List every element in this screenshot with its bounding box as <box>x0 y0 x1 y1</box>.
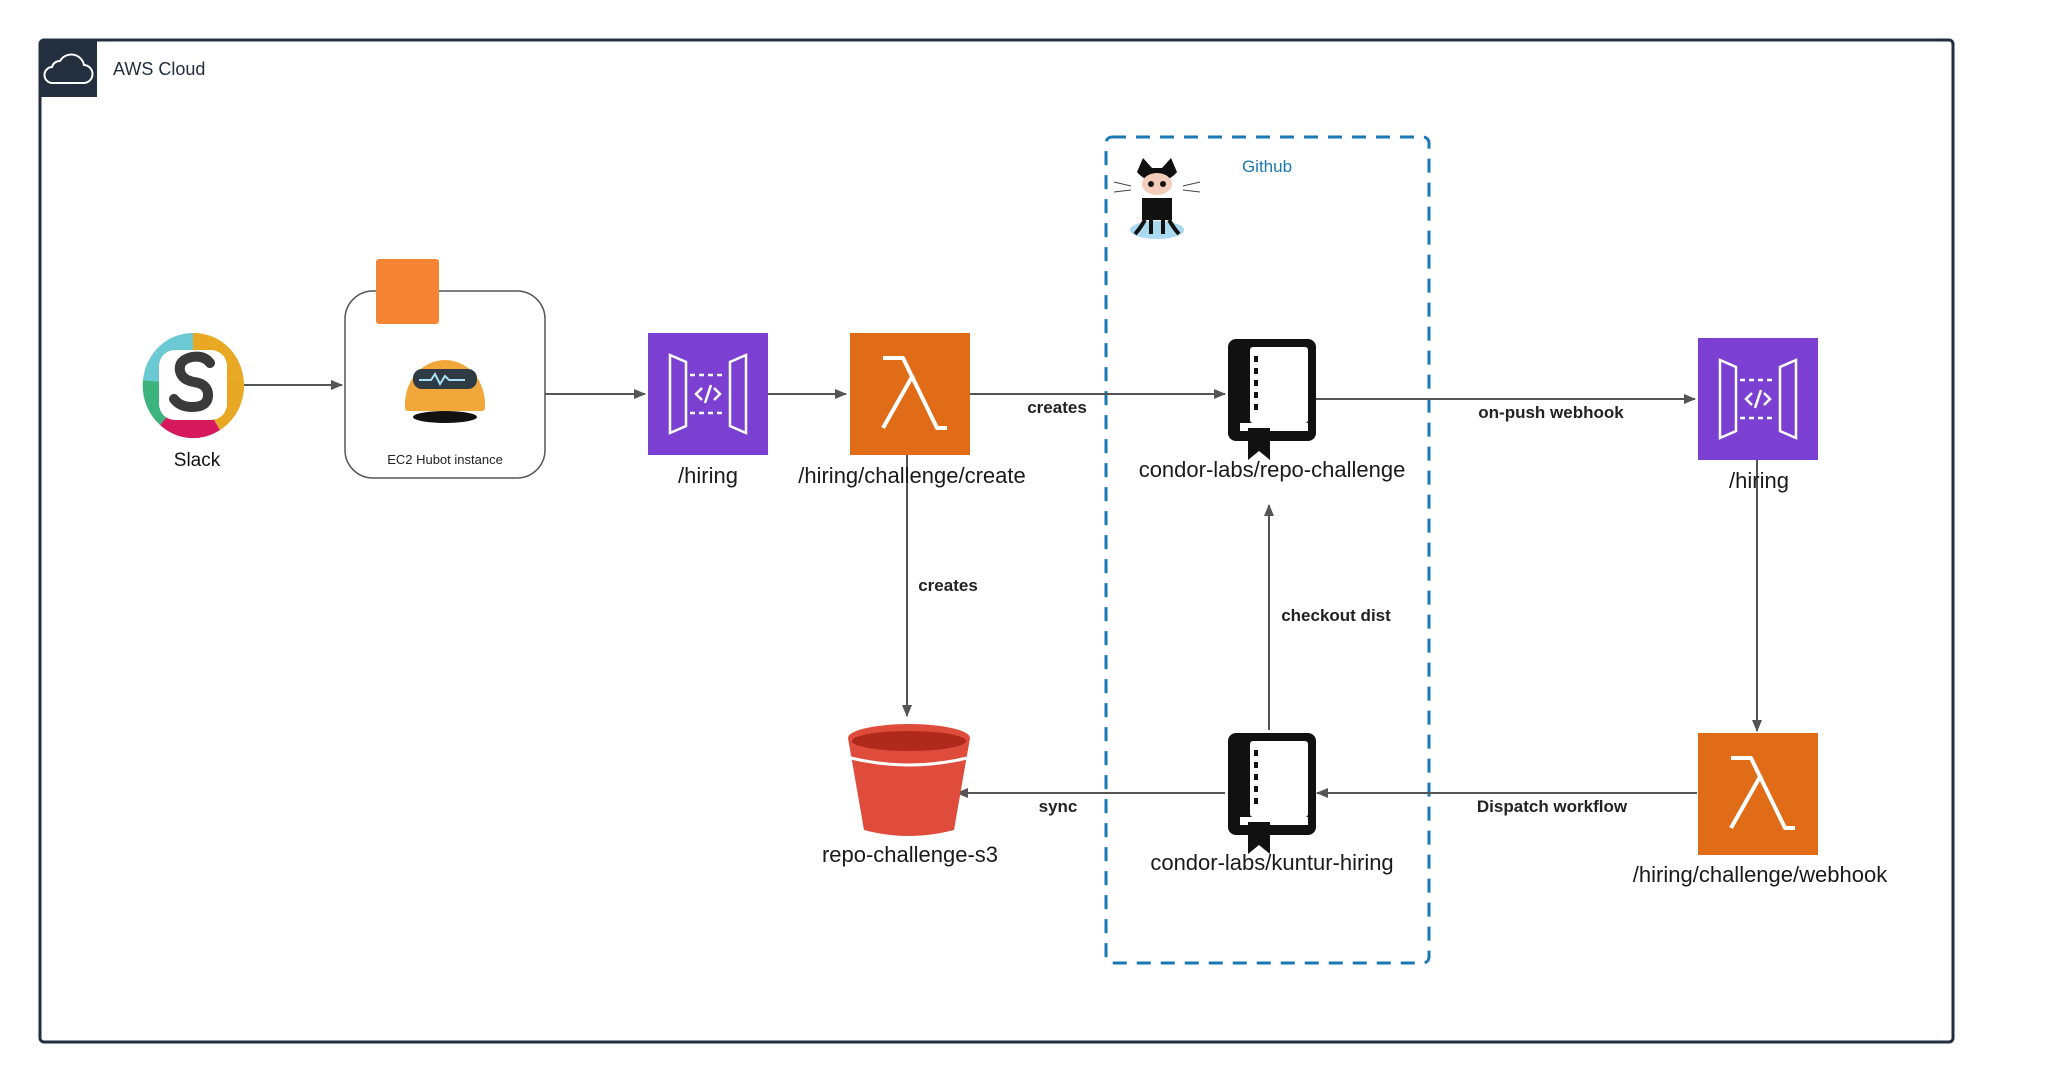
node-slack: Slack <box>142 332 245 471</box>
ec2-label: EC2 Hubot instance <box>387 452 503 467</box>
node-api-gateway-1: /hiring <box>648 333 768 488</box>
edge-labels: creates on-push webhook creates checkout… <box>918 398 1628 816</box>
repository-icon <box>1228 339 1316 460</box>
hubot-icon <box>405 360 485 423</box>
octocat-icon <box>1113 158 1201 239</box>
aws-cloud-label: AWS Cloud <box>113 59 205 79</box>
ec2-instance-icon <box>376 259 439 324</box>
slack-label: Slack <box>174 450 221 471</box>
edge-label-creates-repo: creates <box>1027 398 1087 417</box>
api-gateway-icon <box>668 353 748 435</box>
api1-label: /hiring <box>678 463 738 488</box>
api-gateway-icon <box>1718 358 1798 440</box>
edge-label-dispatch-workflow: Dispatch workflow <box>1477 797 1628 816</box>
github-group: Github <box>1104 135 1431 965</box>
api2-label: /hiring <box>1729 468 1789 493</box>
s3-bucket-icon <box>848 724 970 836</box>
github-group-label: Github <box>1242 157 1292 176</box>
repo1-label: condor-labs/repo-challenge <box>1139 457 1406 482</box>
edge-label-checkout-dist: checkout dist <box>1281 606 1391 625</box>
node-kuntur-hiring: condor-labs/kuntur-hiring <box>1150 733 1394 875</box>
slack-icon <box>142 332 245 439</box>
s3-label: repo-challenge-s3 <box>822 842 998 867</box>
node-lambda-2: /hiring/challenge/webhook <box>1633 733 1888 887</box>
lambda-icon <box>1729 756 1795 830</box>
edge-label-sync: sync <box>1039 797 1078 816</box>
lambda2-label: /hiring/challenge/webhook <box>1633 862 1888 887</box>
repo2-label: condor-labs/kuntur-hiring <box>1150 850 1393 875</box>
aws-cloud-group: AWS Cloud <box>38 38 1955 1044</box>
edge-label-creates-bucket: creates <box>918 576 978 595</box>
node-ec2-hubot: EC2 Hubot instance <box>344 259 546 479</box>
cloud-icon <box>43 53 94 85</box>
repository-icon <box>1228 733 1316 854</box>
lambda1-label: /hiring/challenge/create <box>798 463 1025 488</box>
node-s3: repo-challenge-s3 <box>822 724 998 867</box>
node-api-gateway-2: /hiring <box>1698 338 1818 493</box>
edge-label-on-push-webhook: on-push webhook <box>1478 403 1624 422</box>
lambda-icon <box>881 356 947 430</box>
node-repo-challenge: condor-labs/repo-challenge <box>1139 339 1406 482</box>
node-lambda-1: /hiring/challenge/create <box>798 333 1026 488</box>
edges <box>242 380 1762 798</box>
